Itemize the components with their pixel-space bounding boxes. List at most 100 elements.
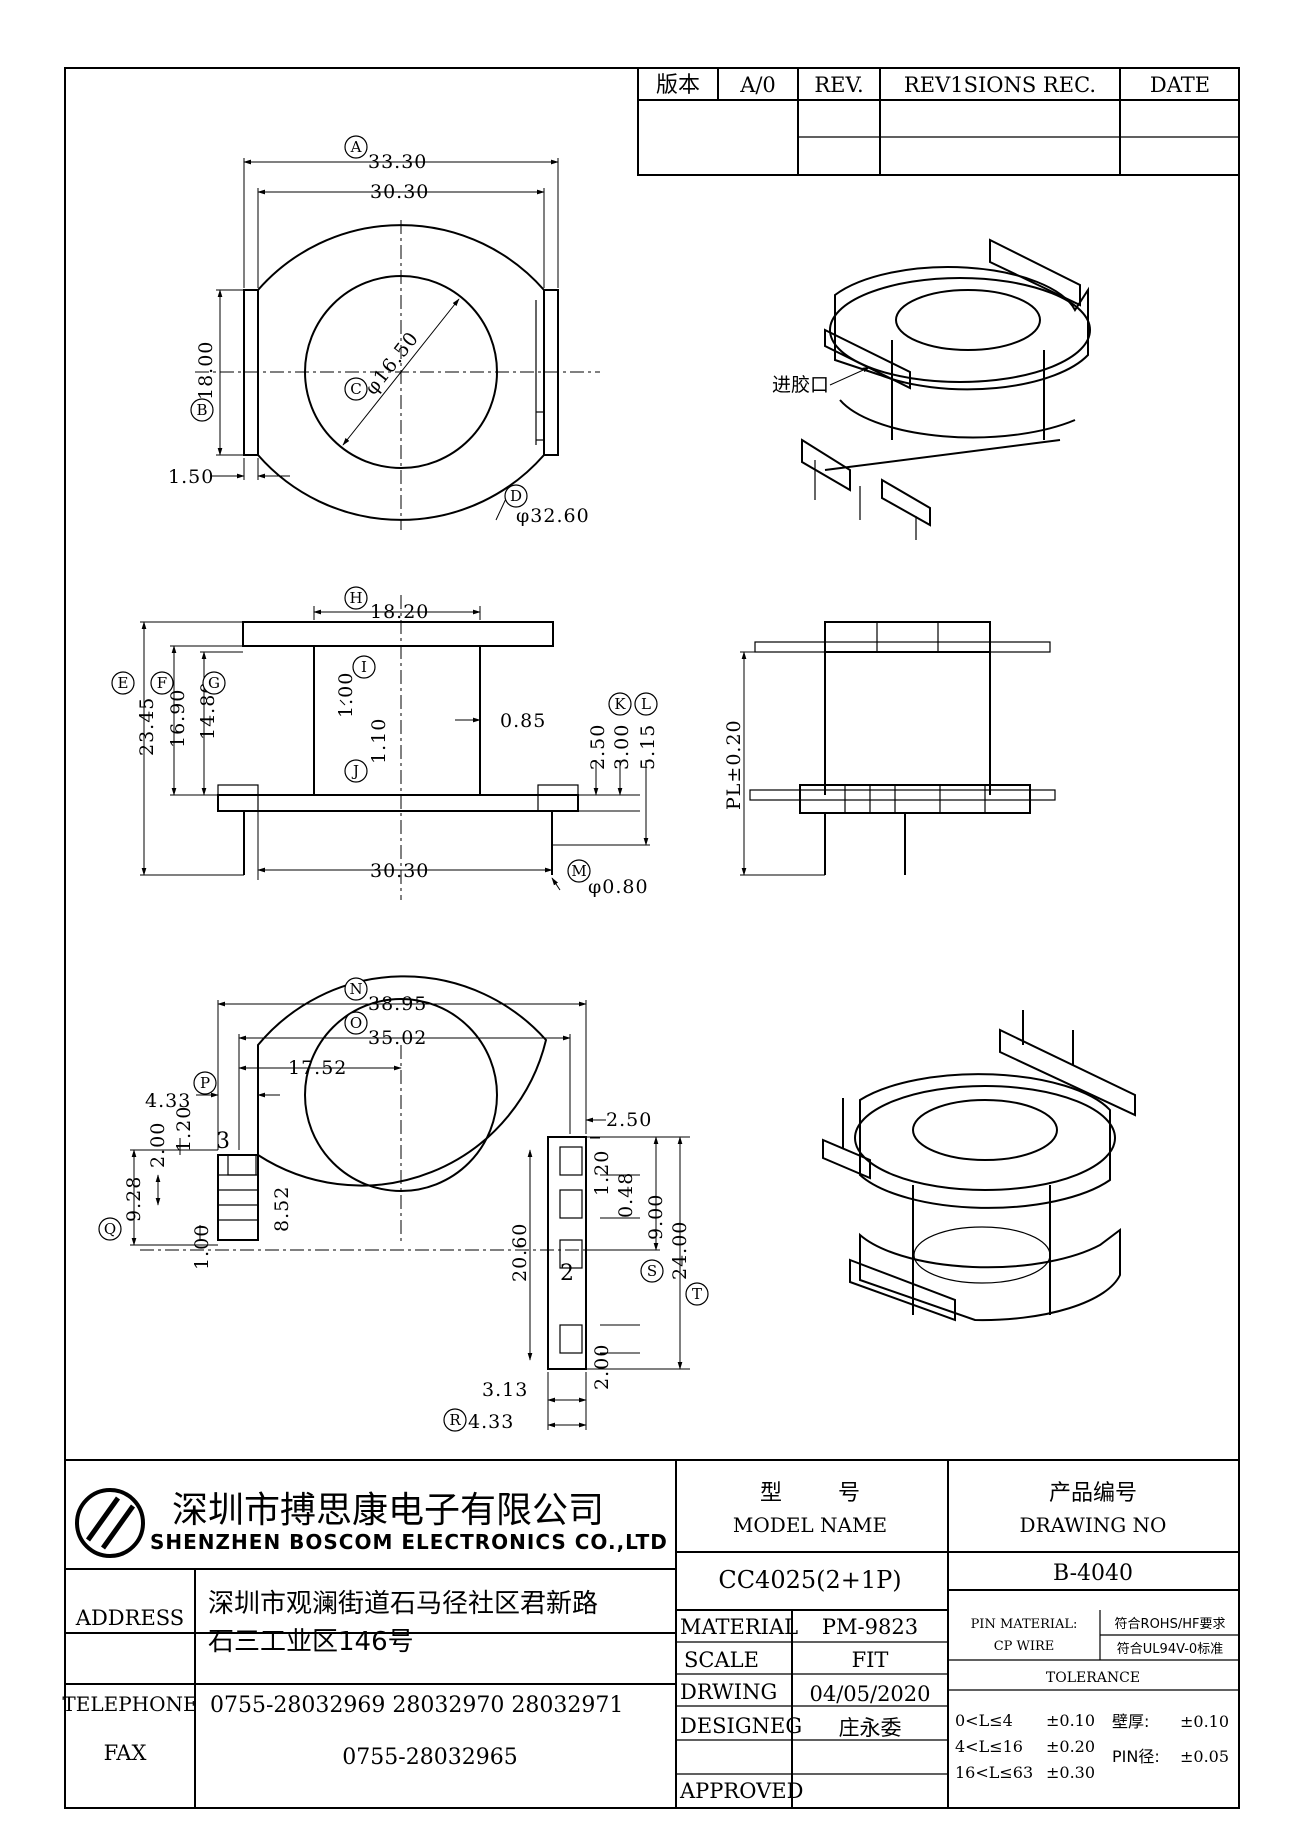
address-label: ADDRESS [75, 1606, 184, 1630]
dim-R: R 4.33 [443, 1408, 513, 1433]
dim-3-00: 3.00 [611, 724, 633, 770]
company-name-en: SHENZHEN BOSCOM ELECTRONICS CO.,LTD [150, 1530, 668, 1554]
dim-value: φ16.50 [361, 327, 424, 399]
tol-value: ±0.20 [1046, 1737, 1095, 1756]
fax-label: FAX [104, 1741, 147, 1765]
dim-O: O 35.02 [344, 1011, 427, 1049]
pin-dia-value: ±0.05 [1180, 1747, 1229, 1766]
drawing-no-cn: 产品编号 [1049, 1481, 1137, 1506]
scale-value: FIT [852, 1648, 889, 1672]
balloon-letter: L [641, 695, 651, 713]
designer-label: DESIGNEG [680, 1714, 802, 1738]
balloon-letter: F [157, 674, 167, 692]
rohs-note: 符合ROHS/HF要求 [1115, 1616, 1226, 1632]
balloon-letter: I [361, 658, 367, 676]
top-view: A 33.30 30.30 18.00 B C φ16.50 1.50 D φ3… [168, 135, 600, 530]
dim-T: 24.00 T [669, 1221, 709, 1306]
balloon-letter: M [571, 862, 586, 880]
gate-label: 进胶口 [772, 374, 829, 396]
dim-value: 5.15 [637, 724, 659, 770]
revisions-label: REV1SIONS REC. [904, 73, 1096, 97]
dim-0-85: 0.85 [500, 710, 546, 732]
dim-value: 14.80 [197, 681, 219, 740]
dim-value: 1.00 [335, 672, 357, 718]
dim-value: 24.00 [669, 1221, 691, 1280]
drawing-no-en: DRAWING NO [1020, 1513, 1167, 1537]
tol-range: 4<L≤16 [955, 1737, 1023, 1756]
dim-value: 9.00 [645, 1194, 667, 1240]
pin-label-2: 2 [560, 1261, 574, 1286]
front-view: H 18.20 1.00 I 0.85 1.10 J 23.45 E 16.90… [111, 586, 659, 900]
dim-value: 4.33 [145, 1090, 191, 1112]
dim-1-20-right: 1.20 [591, 1150, 613, 1196]
address-line2: 石三工业区146号 [208, 1627, 414, 1657]
dim-S: 9.00 S [640, 1194, 667, 1283]
balloon-letter: H [349, 589, 362, 607]
revision-block: 版本 A/0 REV. REV1SIONS REC. DATE [637, 67, 1240, 176]
drawing-no-value: B-4040 [1053, 1561, 1133, 1586]
balloon-letter: G [208, 674, 220, 692]
dim-G: 14.80 G [197, 671, 226, 740]
dim-M: M φ0.80 [567, 859, 649, 898]
dim-B: 18.00 B [190, 341, 217, 422]
dim-1-50: 1.50 [168, 466, 214, 488]
iso-top-view: 进胶口 [772, 238, 1091, 540]
telephone-value: 0755-28032969 28032970 28032971 [210, 1693, 623, 1718]
dim-A: A 33.30 [344, 135, 427, 173]
balloon-letter: A [350, 138, 362, 156]
balloon-letter: T [692, 1285, 702, 1303]
balloon-letter: R [449, 1411, 461, 1429]
dim-L: L 5.15 [634, 692, 659, 770]
telephone-label: TELEPHONE [62, 1692, 197, 1716]
dim-C: C φ16.50 [344, 327, 424, 401]
dim-2-50: 2.50 [606, 1109, 652, 1131]
dim-value: 18.20 [370, 601, 429, 623]
dim-Q: 9.28 Q [98, 1176, 145, 1241]
pl-label: PL±0.20 [723, 719, 745, 810]
dim-value: 33.30 [368, 151, 427, 173]
pin-label-3: 3 [216, 1129, 230, 1154]
dim-8-52: 8.52 [271, 1186, 293, 1232]
balloon-letter: S [647, 1262, 657, 1280]
balloon-letter: P [200, 1074, 210, 1092]
dim-value: 2.50 [587, 724, 609, 770]
model-name-cn: 型 号 [760, 1481, 860, 1506]
company-name-cn: 深圳市搏思康电子有限公司 [172, 1490, 604, 1531]
version-value: A/0 [739, 73, 776, 97]
drawing-value: 04/05/2020 [809, 1682, 930, 1706]
dim-I: 1.00 I [335, 655, 376, 718]
dim-1-20-left: 1.20 [173, 1106, 195, 1152]
dim-value: φ0.80 [588, 876, 649, 898]
scale-label: SCALE [684, 1648, 759, 1672]
material-label: MATERIAL [680, 1615, 798, 1639]
dim-value: 23.45 [136, 697, 158, 756]
balloon-letter: J [351, 762, 359, 780]
wall-label: 壁厚: [1112, 1712, 1149, 1731]
balloon-letter: O [350, 1014, 362, 1032]
bottom-view: N 38.95 O 35.02 17.52 P 4.33 1.20 2.00 9… [98, 975, 709, 1433]
ul-note: 符合UL94V-0标准 [1117, 1641, 1223, 1657]
dim-D: D φ32.60 [504, 484, 589, 527]
balloon-letter: C [350, 380, 361, 398]
dim-0-48: 0.48 [615, 1172, 637, 1218]
address-line1: 深圳市观澜街道石马径社区君新路 [208, 1589, 598, 1619]
dim-F: 16.90 F [150, 671, 189, 748]
fax-value: 0755-28032965 [342, 1745, 517, 1770]
designer-value: 庄永委 [839, 1716, 902, 1740]
tolerance-table: 0<L≤4 ±0.10 4<L≤16 ±0.20 16<L≤63 ±0.30 [955, 1711, 1095, 1782]
dim-30-30-front: 30.30 [370, 860, 429, 882]
tol-value: ±0.30 [1046, 1763, 1095, 1782]
tolerance-label: TOLERANCE [1046, 1670, 1140, 1686]
dim-value: 35.02 [368, 1027, 427, 1049]
dim-2-00-left: 2.00 [147, 1122, 169, 1168]
dim-K: K 2.50 [587, 692, 632, 770]
dim-value: 16.90 [167, 689, 189, 748]
rev-label: REV. [814, 73, 863, 97]
balloon-letter: E [118, 674, 129, 692]
dim-17-52: 17.52 [288, 1057, 347, 1079]
material-value: PM-9823 [822, 1615, 918, 1639]
dim-N: N 38.95 [344, 977, 426, 1015]
dim-value: 18.00 [195, 341, 217, 400]
balloon-letter: D [510, 487, 522, 505]
